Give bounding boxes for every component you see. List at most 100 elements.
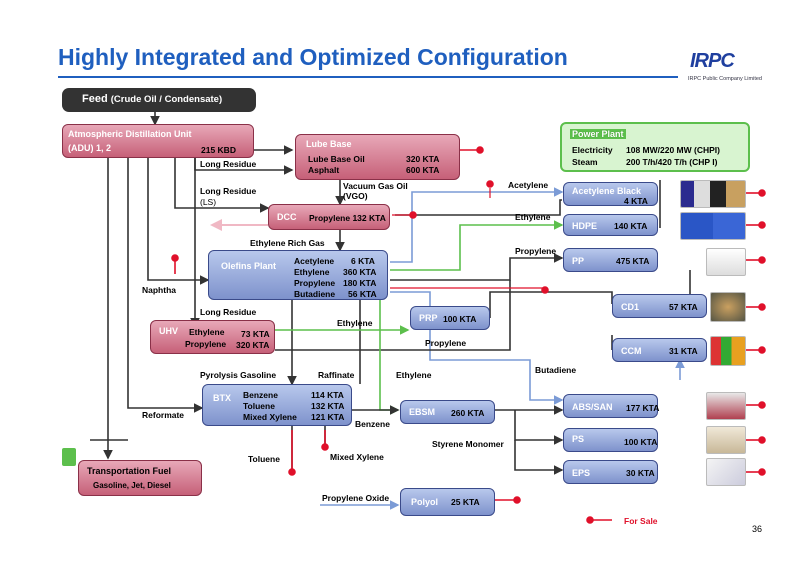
polyol-capacity: 25 KTA	[451, 497, 480, 507]
power-row-2-label: Steam	[572, 157, 598, 167]
ebsm-box: EBSM 260 KTA	[400, 400, 495, 424]
ccm-box: CCM 31 KTA	[612, 338, 707, 362]
hdpe-box: HDPE 140 KTA	[563, 214, 658, 236]
btx-title: BTX	[213, 393, 231, 403]
acetylene-black-title: Acetylene Black	[572, 186, 642, 196]
power-row-1-label: Electricity	[572, 145, 613, 155]
olefins-plant-box: Olefins Plant Acetylene 6 KTA Ethylene 3…	[208, 250, 388, 300]
label-long-residue-2: Long Residue	[200, 307, 257, 317]
lube-base-box: Lube Base Lube Base Oil 320 KTA Asphalt …	[295, 134, 460, 180]
uhv-row-1-value: 73 KTA	[241, 329, 270, 339]
cd1-box: CD1 57 KTA	[612, 294, 707, 318]
btx-row-2-value: 132 KTA	[311, 401, 345, 411]
lube-row-2-label: Asphalt	[308, 165, 340, 175]
power-title: Power Plant	[570, 129, 626, 139]
ebsm-title: EBSM	[409, 407, 436, 417]
olefins-row-1-value: 6 KTA	[351, 256, 375, 266]
polyol-title: Polyol	[411, 497, 439, 507]
cd1-capacity: 57 KTA	[669, 302, 698, 312]
ebsm-capacity: 260 KTA	[451, 408, 485, 418]
prp-capacity: 100 KTA	[443, 314, 477, 324]
feed-sub: (Crude Oil / Condensate)	[110, 94, 223, 105]
eps-capacity: 30 KTA	[626, 468, 655, 478]
polyol-box: Polyol 25 KTA	[400, 488, 495, 516]
dcc-product: Propylene 132 KTA	[309, 213, 386, 223]
label-ethylene-uhv: Ethylene	[337, 318, 373, 328]
olefins-row-4-label: Butadiene	[294, 289, 336, 299]
eps-title: EPS	[572, 468, 591, 478]
label-ls: (LS)	[200, 197, 217, 207]
power-row-2-value: 200 T/h/420 T/h (CHP I)	[626, 157, 718, 167]
ps-title: PS	[572, 434, 585, 444]
lube-row-2-value: 600 KTA	[406, 165, 440, 175]
btx-row-3-label: Mixed Xylene	[243, 412, 297, 422]
legend-for-sale: For Sale	[624, 516, 658, 526]
uhv-title: UHV	[159, 326, 179, 336]
btx-row-2-label: Toluene	[243, 401, 275, 411]
olefins-title: Olefins Plant	[221, 261, 277, 271]
label-toluene: Toluene	[248, 454, 280, 464]
power-plant-box: Power Plant Electricity 108 MW/220 MW (C…	[560, 122, 750, 172]
olefins-row-2-label: Ethylene	[294, 267, 330, 277]
pp-product-image	[706, 248, 746, 276]
cd1-title: CD1	[621, 302, 640, 312]
label-ethylene: Ethylene	[515, 212, 551, 222]
btx-box: BTX Benzene 114 KTA Toluene 132 KTA Mixe…	[202, 384, 352, 426]
btx-row-1-value: 114 KTA	[311, 390, 344, 400]
hdpe-title: HDPE	[572, 221, 598, 231]
feed-label: Feed	[82, 93, 108, 105]
pp-box: PP 475 KTA	[563, 248, 658, 272]
dcc-title: DCC	[277, 212, 297, 222]
olefins-row-3-value: 180 KTA	[343, 278, 377, 288]
adu-box: Atmospheric Distillation Unit (ADU) 1, 2…	[62, 124, 254, 158]
ccm-title: CCM	[621, 346, 642, 356]
ps-capacity: 100 KTA	[624, 437, 658, 447]
olefins-row-3-label: Propylene	[294, 278, 336, 288]
label-acetylene: Acetylene	[508, 180, 549, 190]
label-long-residue: Long Residue	[200, 159, 257, 169]
lube-row-1-value: 320 KTA	[406, 154, 440, 164]
abs-san-capacity: 177 KTA	[626, 403, 660, 413]
page-title: Highly Integrated and Optimized Configur…	[58, 44, 568, 70]
label-propylene-uhv: Propylene	[425, 338, 467, 348]
acetylene-black-box: Acetylene Black 4 KTA	[563, 182, 658, 206]
pp-capacity: 475 KTA	[616, 256, 650, 266]
transport-subtitle: Gasoline, Jet, Diesel	[93, 481, 171, 490]
label-pyrolysis-gasoline: Pyrolysis Gasoline	[200, 370, 277, 380]
company-logo-subtitle: IRPC Public Company Limited	[688, 76, 762, 82]
lube-row-1-label: Lube Base Oil	[308, 154, 365, 164]
label-vgo-1: Vacuum Gas Oil	[343, 181, 408, 191]
adu-subtitle: (ADU) 1, 2	[68, 143, 112, 153]
cd1-product-image	[710, 292, 746, 322]
uhv-row-2-value: 320 KTA	[236, 340, 270, 350]
hdpe-product-image	[680, 212, 746, 240]
abs-san-title: ABS/SAN	[572, 402, 613, 412]
label-raffinate: Raffinate	[318, 370, 355, 380]
eps-box: EPS 30 KTA	[563, 460, 658, 484]
label-mixed-xylene: Mixed Xylene	[330, 452, 384, 462]
label-propylene: Propylene	[515, 246, 557, 256]
label-reformate: Reformate	[142, 410, 185, 420]
page-number: 36	[752, 524, 763, 534]
label-benzene: Benzene	[355, 419, 390, 429]
uhv-box: UHV Ethylene 73 KTA Propylene 320 KTA	[150, 320, 275, 354]
feed-box: Feed (Crude Oil / Condensate)	[62, 88, 256, 112]
olefins-row-4-value: 56 KTA	[348, 289, 377, 299]
olefins-row-2-value: 360 KTA	[343, 267, 377, 277]
lube-title: Lube Base	[306, 139, 352, 149]
uhv-row-1-label: Ethylene	[189, 327, 225, 337]
ccm-capacity: 31 KTA	[669, 346, 698, 356]
ps-box: PS 100 KTA	[563, 428, 658, 452]
label-propylene-oxide: Propylene Oxide	[322, 493, 390, 503]
label-ethylene-ebsm: Ethylene	[396, 370, 432, 380]
btx-row-3-value: 121 KTA	[311, 412, 345, 422]
prp-box: PRP 100 KTA	[410, 306, 490, 330]
abs-san-box: ABS/SAN 177 KTA	[563, 394, 660, 418]
acetylene-black-capacity: 4 KTA	[624, 196, 648, 206]
label-ethylene-rich-gas: Ethylene Rich Gas	[250, 238, 325, 248]
eps-product-image	[706, 458, 746, 486]
pp-title: PP	[572, 256, 585, 266]
power-row-1-value: 108 MW/220 MW (CHPI)	[626, 145, 720, 155]
hdpe-capacity: 140 KTA	[614, 221, 648, 231]
